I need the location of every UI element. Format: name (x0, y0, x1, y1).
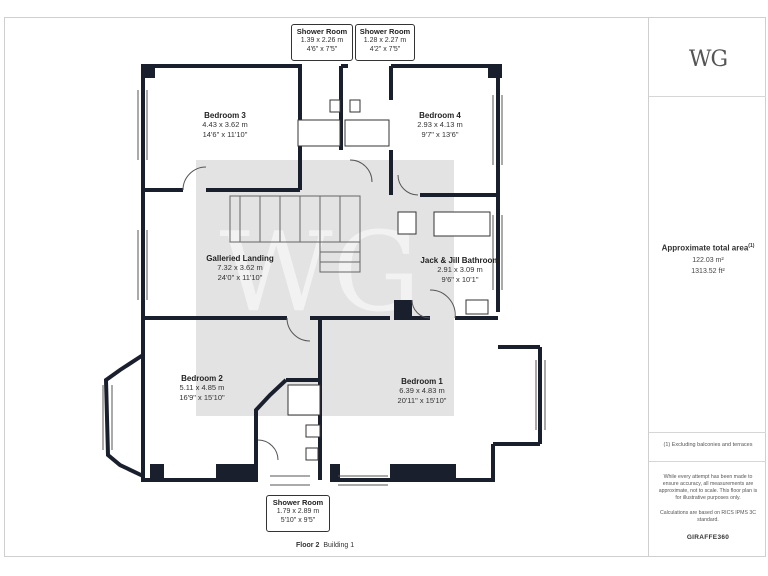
room-metric: 5.11 x 4.85 m (179, 383, 225, 392)
doors (182, 159, 456, 461)
room-metric: 4.43 x 3.62 m (202, 120, 248, 129)
callout-metric: 1.39 x 2.26 m (300, 37, 344, 44)
room-name: Bedroom 1 (401, 377, 443, 386)
area-title-text: Approximate total area (661, 243, 749, 253)
callout-shower-room-2: Shower Room 1.28 x 2.27 m 4'2" x 7'5" (355, 24, 415, 61)
stairs (229, 195, 361, 273)
room-imperial: 9'6" x 10'1" (441, 275, 479, 284)
brand-footer: GIRAFFE360 (686, 534, 730, 541)
room-bedroom-4: Bedroom 4 2.93 x 4.13 m 9'7" x 13'6" (400, 111, 480, 140)
area-footnote: (1) Excluding balconies and terraces (663, 442, 753, 448)
disclaimer: While every attempt has been made to ens… (658, 474, 758, 501)
area-title-note: (1) (748, 243, 755, 249)
room-bedroom-1: Bedroom 1 6.39 x 4.83 m 20'11" x 15'10" (380, 377, 464, 406)
room-imperial: 24'0" x 11'10" (217, 273, 263, 282)
room-imperial: 16'9" x 15'10" (179, 393, 225, 402)
callout-metric: 1.79 x 2.89 m (276, 508, 320, 515)
room-name: Bedroom 2 (181, 374, 223, 383)
callout-imperial: 4'2" x 7'5" (369, 46, 401, 53)
room-metric: 2.93 x 4.13 m (417, 120, 463, 129)
callout-shower-room-3: Shower Room 1.79 x 2.89 m 5'10" x 9'5" (266, 495, 330, 532)
callout-name: Shower Room (296, 27, 348, 36)
area-m2: 122.03 m² (692, 257, 724, 264)
room-imperial: 9'7" x 13'6" (421, 130, 459, 139)
callout-imperial: 5'10" x 9'5" (280, 517, 316, 524)
room-name: Bedroom 4 (419, 111, 461, 120)
divider (649, 432, 766, 433)
calculation-note: Calculations are based on RICS IPMS 3C s… (659, 510, 756, 523)
room-jack-jill-bathroom: Jack & Jill Bathroom 2.91 x 3.09 m 9'6" … (410, 256, 510, 285)
building-name: Building 1 (323, 542, 355, 549)
page-frame (4, 17, 766, 557)
room-imperial: 14'6" x 11'10" (202, 130, 248, 139)
divider (649, 461, 766, 462)
room-name: Galleried Landing (206, 254, 274, 263)
info-sidebar: WG Approximate total area(1) 122.03 m² 1… (648, 17, 766, 557)
wall-blocks (141, 64, 502, 482)
room-galleried-landing: Galleried Landing 7.32 x 3.62 m 24'0" x … (190, 254, 290, 283)
windows (102, 90, 546, 486)
divider (649, 96, 766, 97)
callout-shower-room-1: Shower Room 1.39 x 2.26 m 4'6" x 7'5" (291, 24, 353, 61)
room-metric: 7.32 x 3.62 m (217, 263, 263, 272)
room-name: Jack & Jill Bathroom (420, 256, 500, 265)
room-bedroom-2: Bedroom 2 5.11 x 4.85 m 16'9" x 15'10" (162, 374, 242, 403)
room-metric: 6.39 x 4.83 m (399, 386, 445, 395)
area-ft2: 1313.52 ft² (691, 268, 725, 275)
room-metric: 2.91 x 3.09 m (437, 265, 483, 274)
callout-metric: 1.28 x 2.27 m (363, 37, 407, 44)
watermark-area (196, 160, 454, 416)
room-name: Bedroom 3 (204, 111, 246, 120)
floor-name: Floor 2 (296, 542, 320, 549)
room-bedroom-3: Bedroom 3 4.43 x 3.62 m 14'6" x 11'10" (180, 111, 270, 140)
room-imperial: 20'11" x 15'10" (397, 396, 447, 405)
walls (103, 64, 542, 482)
callout-imperial: 4'6" x 7'5" (306, 46, 338, 53)
callout-name: Shower Room (272, 498, 324, 507)
brand-logo: WG (688, 47, 728, 72)
fixtures (287, 99, 491, 461)
callout-name: Shower Room (359, 27, 411, 36)
area-title: Approximate total area(1) (649, 243, 767, 253)
